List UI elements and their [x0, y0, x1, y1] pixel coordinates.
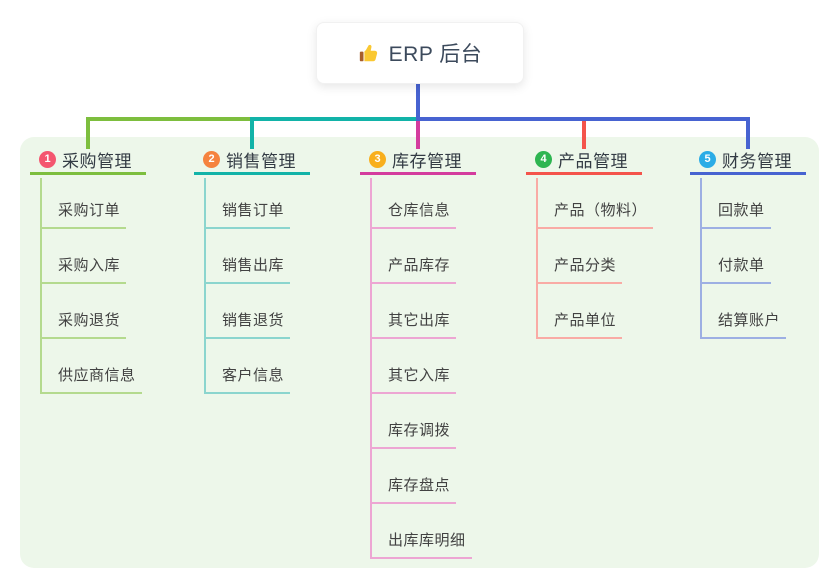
child-node[interactable]: 回款单 — [700, 174, 771, 229]
branch-label: 产品管理 — [558, 151, 628, 171]
connector-horizontal-blue — [416, 117, 750, 121]
child-node[interactable]: 采购退货 — [40, 284, 127, 339]
branch-node[interactable]: 1 采购管理 — [30, 146, 146, 175]
child-label: 库存调拨 — [388, 422, 451, 439]
child-label: 采购入库 — [58, 257, 121, 274]
children-list: 销售订单销售出库销售退货客户信息 — [204, 174, 291, 394]
connector-drop-branch-4 — [582, 121, 586, 149]
branch-node[interactable]: 2 销售管理 — [194, 146, 310, 175]
child-node[interactable]: 库存调拨 — [370, 394, 457, 449]
child-node[interactable]: 库存盘点 — [370, 449, 457, 504]
branch-number-badge: 4 — [535, 150, 552, 168]
root-node[interactable]: ERP 后台 — [316, 22, 524, 84]
thumbs-up-icon — [359, 44, 377, 62]
child-label: 出库库明细 — [388, 532, 466, 549]
branch-node[interactable]: 4 产品管理 — [526, 146, 642, 175]
child-node[interactable]: 仓库信息 — [370, 174, 457, 229]
branch-label: 采购管理 — [62, 151, 132, 171]
branch-label: 财务管理 — [722, 151, 792, 171]
child-label: 产品单位 — [554, 312, 617, 329]
child-label: 采购退货 — [58, 312, 121, 329]
child-node[interactable]: 销售出库 — [204, 229, 291, 284]
child-node[interactable]: 采购入库 — [40, 229, 127, 284]
child-label: 销售出库 — [222, 257, 285, 274]
child-label: 客户信息 — [222, 367, 285, 384]
child-label: 供应商信息 — [58, 367, 136, 384]
children-list: 回款单付款单结算账户 — [700, 174, 787, 339]
child-node[interactable]: 供应商信息 — [40, 339, 142, 394]
branch-number-badge: 3 — [369, 150, 386, 168]
branch-number-badge: 2 — [203, 150, 220, 168]
connector-horizontal-green — [86, 117, 250, 121]
connector-drop-branch-5 — [746, 117, 750, 149]
branch-number-badge: 5 — [699, 150, 716, 168]
child-label: 产品（物料） — [554, 202, 648, 219]
child-node[interactable]: 其它出库 — [370, 284, 457, 339]
child-node[interactable]: 销售退货 — [204, 284, 291, 339]
child-node[interactable]: 付款单 — [700, 229, 771, 284]
child-node[interactable]: 客户信息 — [204, 339, 291, 394]
children-list: 仓库信息产品库存其它出库其它入库库存调拨库存盘点出库库明细 — [370, 174, 472, 559]
branch-number-badge: 1 — [39, 150, 56, 168]
child-label: 回款单 — [718, 202, 765, 219]
child-label: 结算账户 — [718, 312, 781, 329]
child-label: 付款单 — [718, 257, 765, 274]
child-node[interactable]: 出库库明细 — [370, 504, 472, 559]
connector-drop-branch-1 — [86, 117, 90, 149]
branch-node[interactable]: 5 财务管理 — [690, 146, 806, 175]
child-label: 采购订单 — [58, 202, 121, 219]
branch-rail-line — [40, 178, 42, 394]
branch-node[interactable]: 3 库存管理 — [360, 146, 476, 175]
branch-rail-line — [700, 178, 702, 339]
child-node[interactable]: 产品库存 — [370, 229, 457, 284]
connector-drop-branch-3 — [416, 121, 420, 149]
child-label: 其它出库 — [388, 312, 451, 329]
child-node[interactable]: 产品（物料） — [536, 174, 654, 229]
branch-rail-line — [536, 178, 538, 339]
branch-rail-line — [204, 178, 206, 394]
child-node[interactable]: 销售订单 — [204, 174, 291, 229]
branches-panel — [20, 137, 819, 568]
child-node[interactable]: 产品分类 — [536, 229, 623, 284]
child-label: 产品分类 — [554, 257, 617, 274]
child-node[interactable]: 采购订单 — [40, 174, 127, 229]
branch-rail-line — [370, 178, 372, 559]
child-node[interactable]: 其它入库 — [370, 339, 457, 394]
children-list: 产品（物料） 产品分类产品单位 — [536, 174, 654, 339]
branch-label: 销售管理 — [226, 151, 296, 171]
child-label: 其它入库 — [388, 367, 451, 384]
child-label: 仓库信息 — [388, 202, 451, 219]
branch-label: 库存管理 — [392, 151, 462, 171]
children-list: 采购订单采购入库采购退货供应商信息 — [40, 174, 142, 394]
child-node[interactable]: 产品单位 — [536, 284, 623, 339]
child-label: 库存盘点 — [388, 477, 451, 494]
connector-horizontal-teal — [250, 117, 416, 121]
root-label: ERP 后台 — [388, 43, 483, 66]
child-label: 销售退货 — [222, 312, 285, 329]
child-label: 销售订单 — [222, 202, 285, 219]
child-node[interactable]: 结算账户 — [700, 284, 787, 339]
root-connector-stub — [416, 82, 420, 121]
connector-drop-branch-2 — [250, 117, 254, 149]
child-label: 产品库存 — [388, 257, 451, 274]
